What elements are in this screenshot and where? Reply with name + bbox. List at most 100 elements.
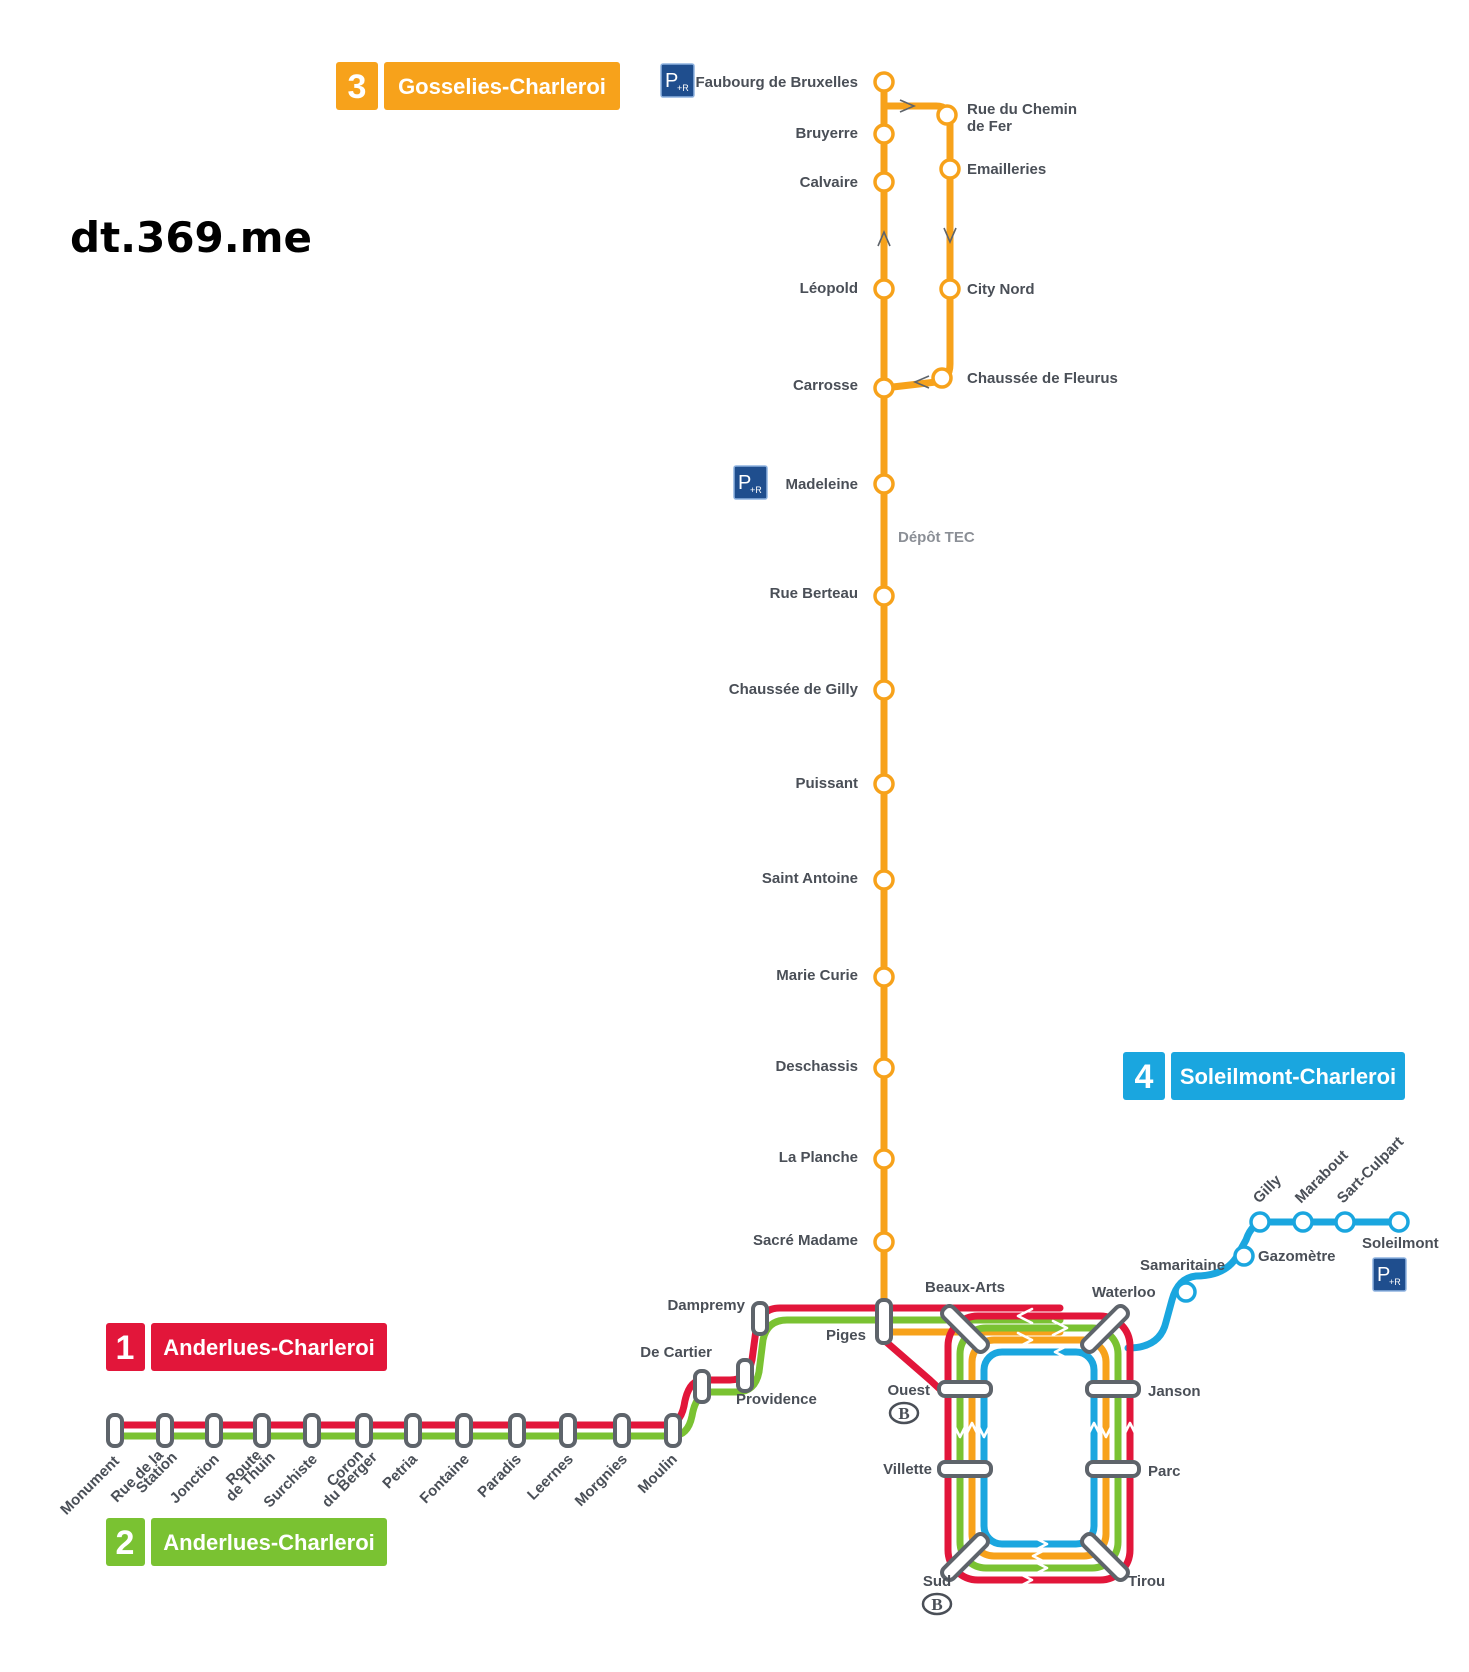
line-4-badge[interactable]: 4 Soleilmont-Charleroi bbox=[1123, 1052, 1405, 1100]
station-faubourg-de-bruxelles bbox=[873, 71, 895, 93]
line-1-name: Anderlues-Charleroi bbox=[163, 1335, 375, 1360]
svg-text:Gazomètre: Gazomètre bbox=[1258, 1248, 1336, 1265]
svg-text:Rue du Chemin: Rue du Chemin bbox=[967, 101, 1077, 118]
svg-text:B: B bbox=[931, 1595, 942, 1614]
svg-text:Soleilmont: Soleilmont bbox=[1362, 1235, 1439, 1252]
svg-text:De Cartier: De Cartier bbox=[640, 1344, 712, 1361]
svg-text:Waterloo: Waterloo bbox=[1092, 1284, 1156, 1301]
svg-text:Chaussée de Fleurus: Chaussée de Fleurus bbox=[967, 370, 1118, 387]
svg-text:Chaussée de Gilly: Chaussée de Gilly bbox=[729, 681, 859, 698]
svg-text:Villette: Villette bbox=[883, 1461, 932, 1478]
svg-text:Sacré Madame: Sacré Madame bbox=[753, 1232, 858, 1249]
station-city-nord bbox=[939, 278, 961, 300]
station-sart-culpart bbox=[1334, 1211, 1356, 1233]
svg-text:Providence: Providence bbox=[736, 1391, 817, 1408]
station-soleilmont bbox=[1388, 1211, 1410, 1233]
line-3-labels: Faubourg de Bruxelles Bruyerre Calvaire … bbox=[695, 74, 1117, 1249]
line-1-badge[interactable]: 1 Anderlues-Charleroi bbox=[106, 1323, 387, 1371]
western-labels: Monument Rue de la Station Jonction Rout… bbox=[57, 1446, 681, 1518]
station-rue-berteau bbox=[873, 585, 895, 607]
station-carrosse bbox=[873, 377, 895, 399]
station-leopold bbox=[873, 278, 895, 300]
line-1-number: 1 bbox=[116, 1329, 135, 1367]
svg-text:Léopold: Léopold bbox=[800, 280, 858, 297]
line-3-direction-arrows bbox=[877, 99, 957, 389]
line-2-name: Anderlues-Charleroi bbox=[163, 1530, 375, 1555]
station-emailleries bbox=[939, 158, 961, 180]
svg-text:Saint Antoine: Saint Antoine bbox=[762, 870, 858, 887]
station-sacre-madame bbox=[873, 1231, 895, 1253]
svg-text:Fontaine: Fontaine bbox=[417, 1451, 473, 1507]
svg-text:Monument: Monument bbox=[57, 1453, 123, 1519]
svg-text:Petria: Petria bbox=[379, 1450, 421, 1492]
station-la-planche bbox=[873, 1148, 895, 1170]
svg-text:Emailleries: Emailleries bbox=[967, 161, 1046, 178]
svg-text:City Nord: City Nord bbox=[967, 281, 1035, 298]
svg-text:Samaritaine: Samaritaine bbox=[1140, 1257, 1225, 1274]
line-4-labels: Samaritaine Gazomètre Gilly Marabout Sar… bbox=[1140, 1134, 1439, 1274]
line-2-badge[interactable]: 2 Anderlues-Charleroi bbox=[106, 1518, 387, 1566]
svg-text:+R: +R bbox=[677, 83, 689, 93]
station-bruyerre bbox=[873, 123, 895, 145]
svg-text:Madeleine: Madeleine bbox=[785, 476, 858, 493]
station-chaussee-de-gilly bbox=[873, 679, 895, 701]
svg-text:Deschassis: Deschassis bbox=[775, 1058, 858, 1075]
svg-text:Ouest: Ouest bbox=[887, 1382, 930, 1399]
svg-text:Dampremy: Dampremy bbox=[667, 1297, 745, 1314]
svg-text:Gilly: Gilly bbox=[1250, 1171, 1285, 1206]
watermark: dt.369.me bbox=[70, 213, 312, 262]
park-ride-icon: P +R bbox=[733, 465, 768, 500]
svg-text:Parc: Parc bbox=[1148, 1463, 1181, 1480]
loop-labels: Beaux-Arts Waterloo Ouest Villette Sud T… bbox=[883, 1279, 1200, 1590]
line-4-track bbox=[1124, 1218, 1404, 1352]
svg-text:Puissant: Puissant bbox=[795, 775, 858, 792]
svg-text:P: P bbox=[665, 70, 678, 92]
svg-text:Tirou: Tirou bbox=[1128, 1573, 1165, 1590]
svg-text:Bruyerre: Bruyerre bbox=[795, 125, 858, 142]
line-4-number: 4 bbox=[1135, 1058, 1154, 1096]
station-marabout bbox=[1292, 1211, 1314, 1233]
park-ride-icon: P +R bbox=[660, 63, 695, 98]
svg-text:Carrosse: Carrosse bbox=[793, 377, 858, 394]
rail-station-icon: B bbox=[888, 1401, 920, 1425]
park-ride-icon: P +R bbox=[1372, 1257, 1407, 1292]
station-gazometre bbox=[1233, 1245, 1255, 1267]
svg-text:de Fer: de Fer bbox=[967, 118, 1012, 135]
svg-text:Moulin: Moulin bbox=[635, 1451, 681, 1497]
svg-text:Calvaire: Calvaire bbox=[800, 174, 858, 191]
svg-text:Rue Berteau: Rue Berteau bbox=[770, 585, 858, 602]
line-3-number: 3 bbox=[348, 68, 367, 106]
central-loop bbox=[944, 1312, 1134, 1584]
station-chaussee-de-fleurus bbox=[931, 367, 953, 389]
svg-text:P: P bbox=[738, 472, 751, 494]
svg-text:Beaux-Arts: Beaux-Arts bbox=[925, 1279, 1005, 1296]
svg-text:P: P bbox=[1377, 1264, 1390, 1286]
line-4-stations bbox=[1175, 1211, 1410, 1303]
station-deschassis bbox=[873, 1057, 895, 1079]
svg-text:Marie Curie: Marie Curie bbox=[776, 967, 858, 984]
svg-text:Sud: Sud bbox=[923, 1573, 951, 1590]
line-2-number: 2 bbox=[116, 1524, 135, 1562]
svg-text:+R: +R bbox=[750, 485, 762, 495]
svg-text:Janson: Janson bbox=[1148, 1383, 1201, 1400]
line-4-name: Soleilmont-Charleroi bbox=[1180, 1064, 1396, 1089]
svg-text:Morgnies: Morgnies bbox=[572, 1451, 631, 1510]
station-madeleine bbox=[873, 473, 895, 495]
svg-text:Paradis: Paradis bbox=[474, 1451, 524, 1501]
svg-text:Faubourg de Bruxelles: Faubourg de Bruxelles bbox=[695, 74, 858, 91]
line-3-name: Gosselies-Charleroi bbox=[398, 74, 606, 99]
depot-label: Dépôt TEC bbox=[898, 529, 975, 546]
mid-labels: De Cartier Providence Dampremy Piges bbox=[640, 1297, 866, 1408]
svg-text:+R: +R bbox=[1389, 1277, 1401, 1287]
svg-text:B: B bbox=[898, 1404, 909, 1423]
station-gilly bbox=[1249, 1211, 1271, 1233]
station-rue-du-chemin-de-fer bbox=[936, 104, 958, 126]
loop-stops bbox=[937, 1304, 1141, 1582]
station-calvaire bbox=[873, 171, 895, 193]
svg-text:La Planche: La Planche bbox=[779, 1149, 858, 1166]
station-samaritaine bbox=[1175, 1281, 1197, 1303]
western-stops bbox=[106, 1298, 893, 1448]
line-3-badge[interactable]: 3 Gosselies-Charleroi bbox=[336, 62, 620, 110]
station-marie-curie bbox=[873, 966, 895, 988]
